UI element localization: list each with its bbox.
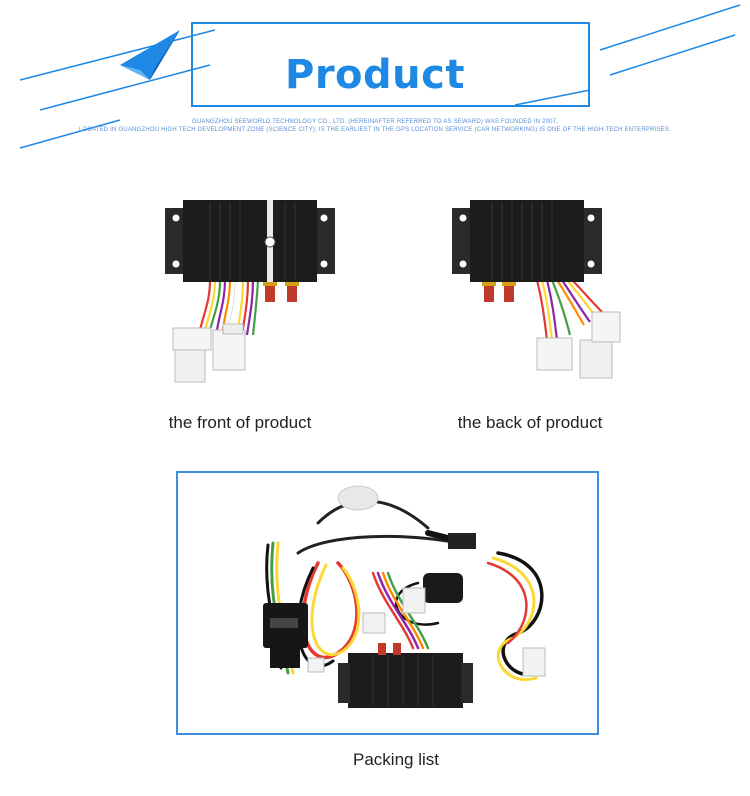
product-front-image	[165, 200, 335, 383]
header-decoration	[19, 4, 741, 149]
back-product-caption: the back of product	[457, 413, 603, 432]
packing-list-frame	[176, 471, 599, 735]
front-product-caption: the front of product	[168, 413, 312, 432]
header-frame	[191, 22, 590, 107]
company-description-line: LOCATED IN GUANGZHOU HIGH TECH DEVELOPME…	[79, 127, 671, 133]
packing-list-image	[263, 485, 546, 708]
product-back-image	[452, 200, 621, 379]
company-description-line: GUANGZHOU SEEWORLD TECHNOLOGY CO., LTD. …	[191, 119, 559, 125]
page-title: Product	[285, 52, 465, 98]
paper-plane-icon	[120, 30, 180, 80]
packing-list-caption: Packing list	[353, 750, 439, 769]
